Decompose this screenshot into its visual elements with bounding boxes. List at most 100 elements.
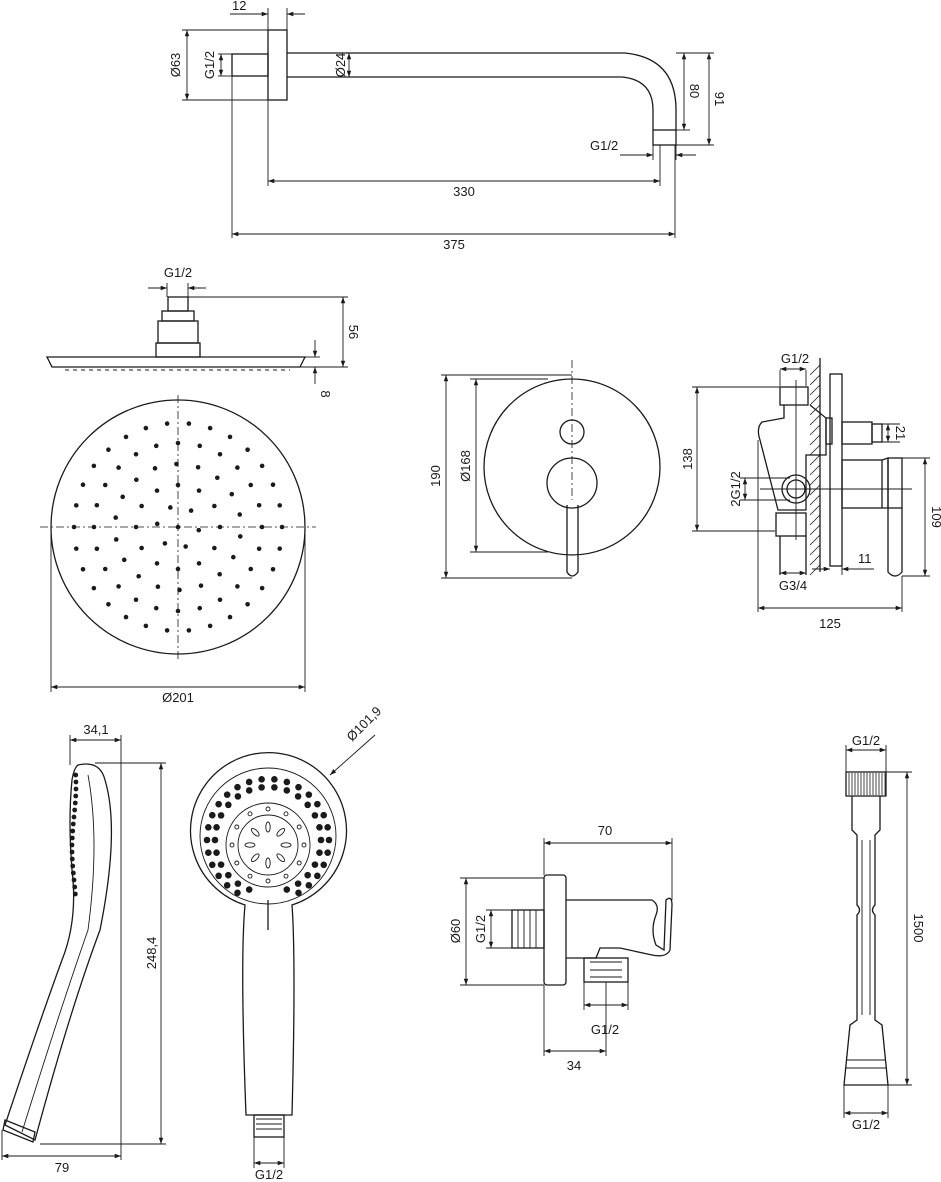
wall-hatch [809, 434, 821, 446]
nozzle-dot [71, 814, 77, 820]
nozzle-dot [225, 801, 232, 809]
dim-spindle: 21 [893, 426, 908, 440]
nozzle-dot [207, 425, 213, 431]
nozzle-dot [134, 477, 139, 483]
wall-hatch [809, 464, 821, 476]
nozzle-dot [73, 546, 79, 551]
nozzle-dot [139, 503, 144, 509]
dim-diameter: Ø201 [162, 690, 194, 705]
rain-head-top-drawing: Ø201 [40, 395, 316, 705]
nozzle-dot [143, 623, 149, 629]
dim-flange-thickness: 12 [232, 0, 246, 13]
nozzle-slot [280, 842, 292, 848]
wall-hatch [809, 364, 821, 376]
nozzle-ring [247, 811, 253, 817]
nozzle-dot [175, 482, 181, 488]
nozzle-dot [123, 614, 129, 620]
dim-outlet-thread: G1/2 [590, 138, 618, 153]
nozzle-dot [123, 434, 129, 440]
nozzle-dot [259, 585, 265, 591]
wall-hatch [809, 374, 821, 386]
nozzle-dot [120, 494, 125, 500]
nozzle-dot [217, 861, 225, 868]
nozzle-dot [217, 571, 222, 577]
nozzle-dot [133, 524, 139, 530]
nozzle-dot [71, 524, 77, 530]
nozzle-dot [258, 776, 265, 783]
nozzle-dot [73, 779, 79, 785]
nozzle-dot [80, 482, 86, 487]
nozzle-dot [73, 786, 79, 792]
dim-pipe-diameter: Ø24 [333, 53, 348, 78]
rain-head-side-drawing: G1/2 56 8 [45, 265, 361, 398]
nozzle-dot [69, 835, 75, 841]
nozzle-dot [314, 872, 321, 880]
hand-shower-side-drawing: 34,1 248,4 79 [1, 722, 166, 1175]
nozzle-dot [164, 628, 170, 633]
nozzle-dot [256, 502, 262, 508]
nozzle-dot [217, 451, 223, 457]
nozzle-dot [116, 465, 121, 470]
nozzle-dot [72, 884, 78, 890]
nozzle-slot [265, 821, 271, 833]
nozzle-dot [177, 587, 182, 593]
nozzle-dot [283, 886, 291, 893]
nozzle-dot [235, 465, 240, 470]
nozzle-slot [276, 827, 286, 837]
nozzle-dot [245, 601, 250, 607]
nozzle-dot [234, 889, 241, 897]
nozzle-dot [73, 772, 79, 778]
nozzle-dot [227, 614, 233, 620]
nozzle-dot [69, 842, 75, 848]
nozzle-ring [296, 824, 302, 830]
nozzle-dot [213, 824, 220, 831]
dim-bottom-thread: G3/4 [779, 578, 807, 593]
nozzle-dot [175, 566, 181, 572]
nozzle-slot [250, 853, 260, 863]
nozzle-dot [234, 793, 242, 800]
nozzle-dot [70, 863, 76, 869]
nozzle-dot [305, 791, 313, 798]
dim-offset: 34 [567, 1058, 581, 1073]
dim-length: 248,4 [144, 937, 159, 970]
wall-hatch [809, 494, 821, 506]
dim-width: 79 [55, 1160, 69, 1175]
nozzle-dot [72, 891, 78, 897]
nozzle-dot [196, 561, 202, 566]
dim-depth: 125 [819, 616, 841, 631]
dim-plate-gap: 11 [858, 551, 872, 566]
nozzle-slot [244, 842, 256, 848]
nozzle-dot [162, 541, 168, 546]
nozzle-ring [229, 842, 235, 848]
dim-depth: 34,1 [83, 722, 108, 737]
nozzle-dot [311, 812, 319, 819]
nozzle-dot [256, 546, 262, 552]
nozzle-dot [295, 783, 302, 791]
nozzle-dot [245, 886, 253, 893]
dim-diameter: Ø60 [448, 919, 463, 944]
mixer-side-drawing: G1/2 138 21 2G1/2 109 11 G3/4 125 [680, 351, 941, 631]
nozzle-dot [325, 836, 333, 844]
nozzle-dot [208, 811, 216, 819]
wall-hatch [809, 414, 821, 426]
nozzle-dot [106, 601, 111, 607]
dim-plate-thickness: 8 [318, 390, 333, 397]
nozzle-dot [304, 871, 311, 879]
nozzle-dot [304, 801, 311, 809]
nozzle-dot [294, 793, 302, 800]
nozzle-dot [277, 503, 283, 508]
nozzle-dot [133, 597, 139, 603]
dim-reach-330: 330 [453, 184, 475, 199]
nozzle-dot [154, 488, 160, 493]
wall-hatch [809, 404, 821, 416]
nozzle-dot [94, 502, 100, 508]
nozzle-dot [196, 488, 202, 493]
nozzle-dot [175, 440, 181, 446]
dim-drop-80: 80 [687, 84, 702, 98]
nozzle-ring [283, 811, 289, 817]
nozzle-dot [153, 443, 159, 449]
nozzle-dot [69, 849, 75, 855]
nozzle-dot [245, 447, 250, 453]
nozzle-dot [248, 482, 254, 488]
